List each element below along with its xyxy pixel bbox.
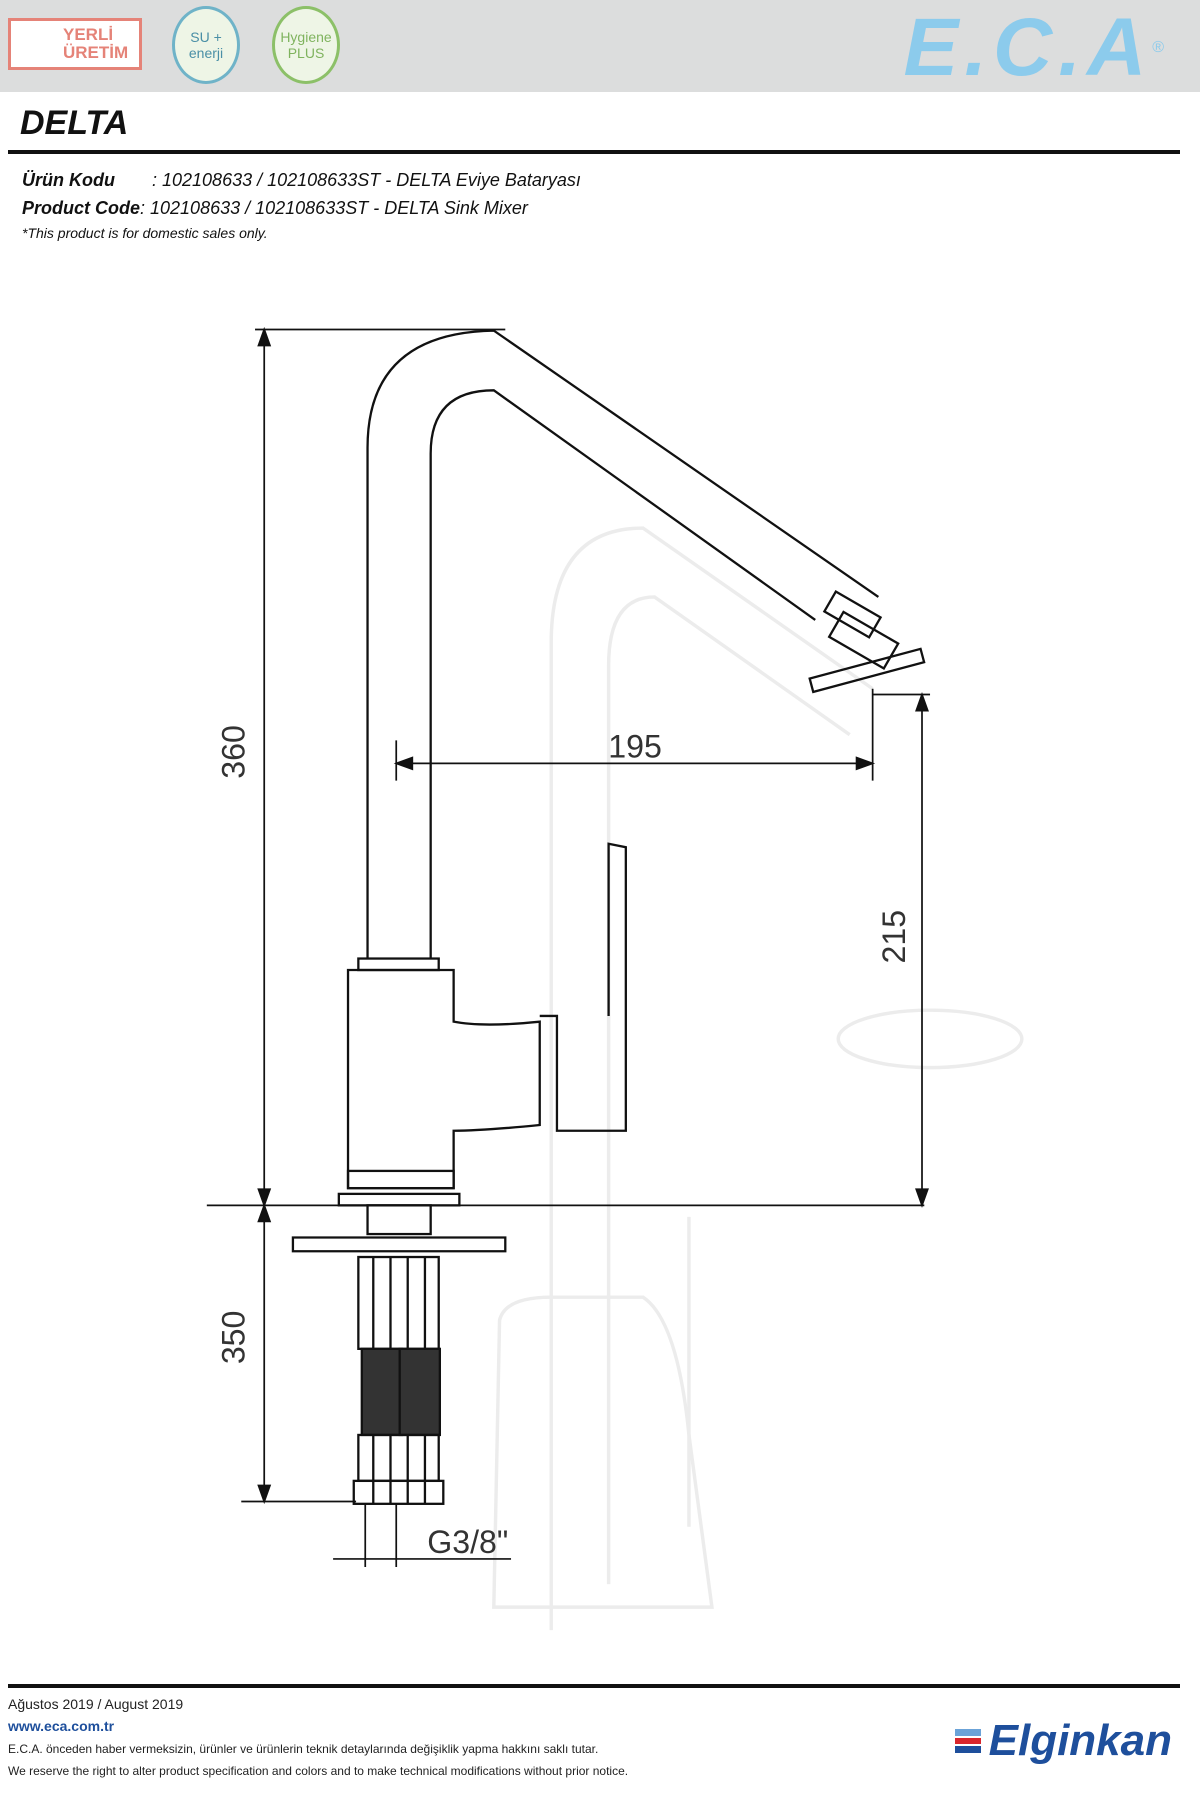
disclaimer-tr: E.C.A. önceden haber vermeksizin, ürünle…	[8, 1742, 599, 1756]
dim-connection: G3/8"	[427, 1524, 508, 1560]
domestic-note: *This product is for domestic sales only…	[22, 225, 268, 241]
yerli-badge-text: YERLİ ÜRETİM	[63, 25, 129, 62]
elginkan-logo: Elginkan	[954, 1716, 1172, 1766]
registered-mark: ®	[1152, 39, 1170, 56]
eca-logo: E.C.A®	[904, 7, 1171, 89]
page-title: DELTA	[20, 104, 129, 142]
elginkan-mark-icon	[954, 1729, 981, 1753]
ghost-faucet	[492, 526, 1024, 1631]
footer-divider	[8, 1684, 1180, 1688]
disclaimer-en: We reserve the right to alter product sp…	[8, 1764, 629, 1778]
dim-360: 360	[216, 725, 252, 779]
footer-url[interactable]: www.eca.com.tr	[8, 1718, 115, 1734]
dim-350: 350	[216, 1311, 252, 1365]
tr-label: Ürün Kodu	[22, 170, 115, 190]
product-code-tr: Ürün Kodu : 102108633 / 102108633ST - DEL…	[22, 170, 581, 191]
footer-date: Ağustos 2019 / August 2019	[8, 1696, 184, 1712]
dim-215: 215	[876, 910, 912, 964]
elginkan-text: Elginkan	[988, 1716, 1172, 1765]
su-badge-text: SU + enerji	[188, 29, 224, 61]
yerli-uretim-badge: YERLİ ÜRETİM	[8, 18, 142, 70]
su-enerji-badge: SU + enerji	[172, 6, 240, 84]
en-value: : 102108633 / 102108633ST - DELTA Sink M…	[140, 198, 528, 218]
hygiene-badge-text: Hygiene PLUS	[280, 29, 332, 61]
tr-value: : 102108633 / 102108633ST - DELTA Eviye …	[152, 170, 581, 190]
title-divider	[8, 150, 1180, 154]
dimension-lines	[206, 326, 931, 1567]
product-code-en: Product Code: 102108633 / 102108633ST - …	[22, 198, 528, 219]
hygiene-plus-badge: Hygiene PLUS	[272, 6, 340, 84]
en-label: Product Code	[22, 198, 141, 218]
faucet-outline	[291, 329, 926, 1505]
eca-logo-text: E.C.A	[903, 2, 1153, 93]
dim-195: 195	[608, 729, 662, 765]
